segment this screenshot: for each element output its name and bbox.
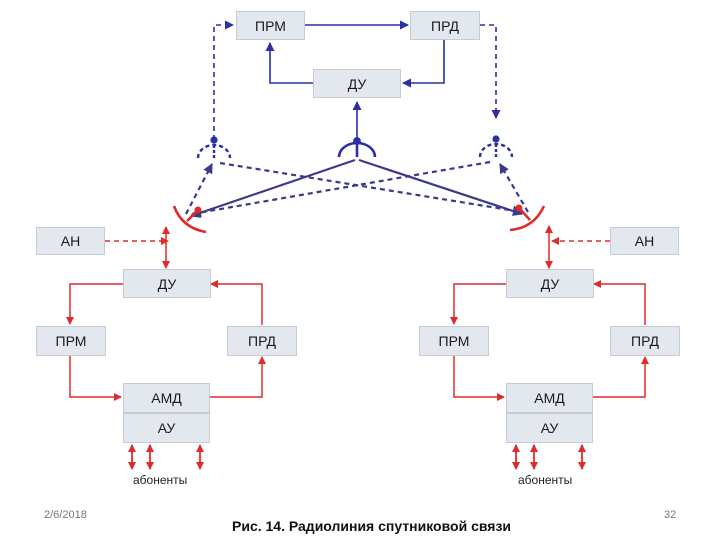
ground-dish-antenna-right-icon <box>509 204 546 232</box>
left-subscribers-label: абоненты <box>133 473 188 487</box>
right-receiver-box: ПРМ <box>419 326 489 356</box>
right-station-wiring <box>450 225 649 470</box>
left-transmitter-box: ПРД <box>227 326 297 356</box>
right-subscriber-unit-box: АУ <box>506 413 593 443</box>
satellite-antenna-right-icon <box>478 135 514 158</box>
satellite-antenna-left-icon <box>196 136 232 159</box>
ground-dish-antenna-left-icon <box>172 205 207 234</box>
left-receiver-box: ПРМ <box>36 326 106 356</box>
right-control-box: ДУ <box>506 269 594 298</box>
figure-caption: Рис. 14. Радиолиния спутниковой связи <box>232 518 512 534</box>
right-transmitter-box: ПРД <box>610 326 680 356</box>
right-modem-box: АМД <box>506 383 593 413</box>
left-station-wiring <box>66 226 266 470</box>
satellite-wiring <box>213 20 501 142</box>
left-modem-box: АМД <box>123 383 210 413</box>
satellite-transmitter-box: ПРД <box>410 11 480 40</box>
footer-page-number: 32 <box>664 509 677 521</box>
right-antenna-box: АН <box>610 227 679 255</box>
satellite-antenna-center-icon <box>337 137 377 158</box>
radio-links <box>185 158 529 218</box>
left-subscriber-unit-box: АУ <box>123 413 210 443</box>
left-antenna-box: АН <box>36 227 105 255</box>
right-subscribers-label: абоненты <box>518 473 573 487</box>
footer-date: 2/6/2018 <box>44 509 87 521</box>
satellite-receiver-box: ПРМ <box>236 11 305 40</box>
satellite-control-box: ДУ <box>313 69 401 98</box>
left-control-box: ДУ <box>123 269 211 298</box>
